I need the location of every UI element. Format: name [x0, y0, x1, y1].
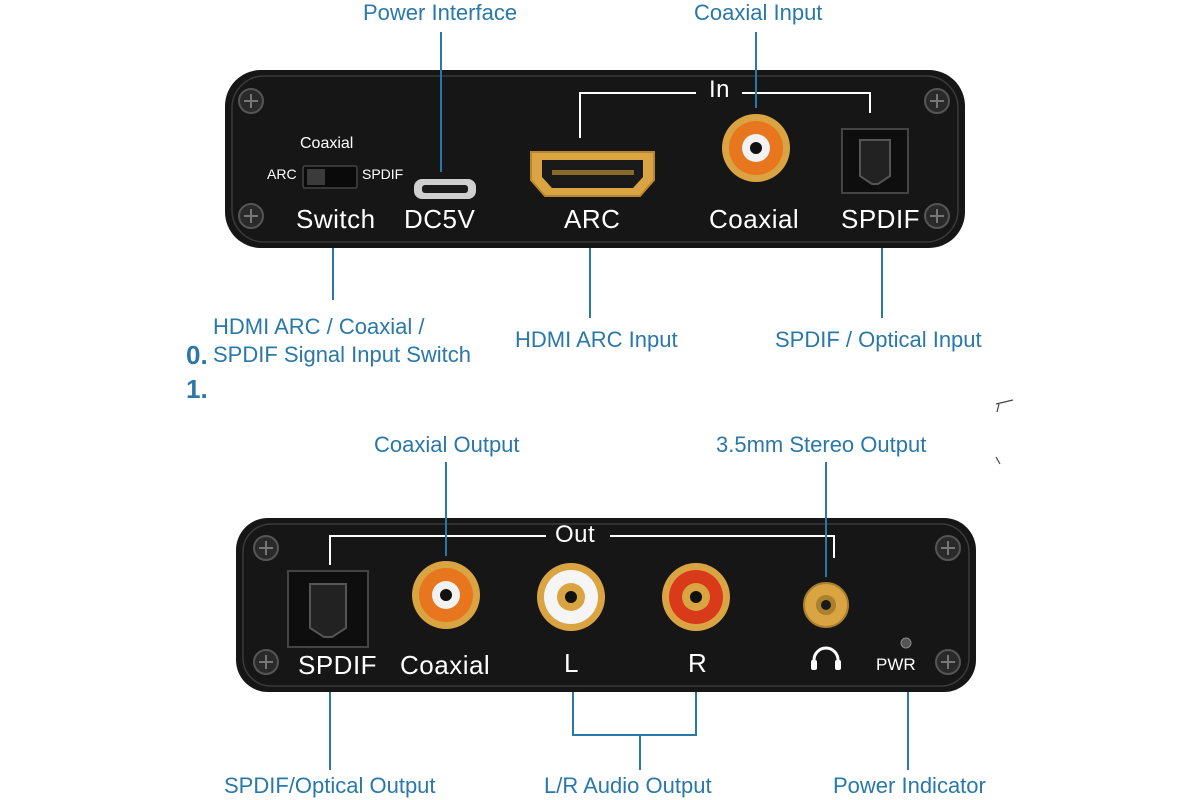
arc-label: ARC: [564, 204, 621, 234]
spdif-output-label: SPDIF: [298, 650, 378, 680]
optical-port-icon: [287, 570, 369, 648]
stray-marks: [995, 399, 1014, 465]
rca-coaxial-input-icon: [722, 114, 790, 182]
dc5v-label: DC5V: [404, 204, 476, 234]
switch-right-label: SPDIF: [362, 166, 404, 182]
power-led-icon: [900, 637, 912, 649]
coaxial-output-callout: Coaxial Output: [374, 432, 520, 457]
headphone-icon: [811, 646, 841, 670]
right-channel-label: R: [688, 648, 708, 678]
headphone-jack-icon: [803, 582, 849, 628]
list-marker-1: 1.: [186, 374, 208, 404]
spdif-optical-input-callout: SPDIF / Optical Input: [775, 327, 982, 352]
input-switch-callout-line2: SPDIF Signal Input Switch: [213, 342, 472, 367]
coaxial-input-label: Coaxial: [709, 204, 800, 234]
leader-lines: [329, 32, 909, 770]
rca-left-white-icon: [537, 563, 605, 631]
hdmi-port-icon: [530, 151, 655, 197]
optical-port-icon: [841, 128, 909, 194]
micro-usb-port-icon: [414, 179, 476, 199]
left-channel-label: L: [564, 648, 579, 678]
screw-icon: [253, 649, 279, 675]
rca-right-red-icon: [662, 563, 730, 631]
screw-icon: [238, 88, 264, 114]
list-marker-0: 0.: [186, 340, 208, 370]
spdif-input-label: SPDIF: [841, 204, 921, 234]
input-switch-callout-line1: HDMI ARC / Coaxial /: [213, 314, 425, 339]
screw-icon: [253, 535, 279, 561]
in-label: In: [709, 76, 731, 103]
spdif-optical-output-callout: SPDIF/Optical Output: [224, 773, 436, 798]
switch-left-label: ARC: [267, 166, 297, 182]
screw-icon: [935, 535, 961, 561]
power-interface-callout: Power Interface: [363, 0, 518, 25]
out-label: Out: [555, 521, 596, 548]
lr-audio-output-callout: L/R Audio Output: [544, 773, 712, 798]
coaxial-input-callout: Coaxial Input: [694, 0, 823, 25]
stereo-output-callout: 3.5mm Stereo Output: [716, 432, 927, 457]
switch-label: Switch: [296, 204, 376, 234]
power-indicator-callout: Power Indicator: [833, 773, 986, 798]
switch-title: Coaxial: [300, 135, 354, 152]
slide-switch-icon: [302, 165, 358, 189]
rca-coaxial-output-icon: [412, 561, 480, 629]
screw-icon: [924, 203, 950, 229]
hdmi-arc-input-callout: HDMI ARC Input: [515, 327, 678, 352]
screw-icon: [238, 203, 264, 229]
bottom-panel: [236, 518, 976, 692]
coaxial-output-label: Coaxial: [400, 650, 491, 680]
screw-icon: [935, 649, 961, 675]
screw-icon: [924, 88, 950, 114]
pwr-label: PWR: [876, 655, 916, 674]
